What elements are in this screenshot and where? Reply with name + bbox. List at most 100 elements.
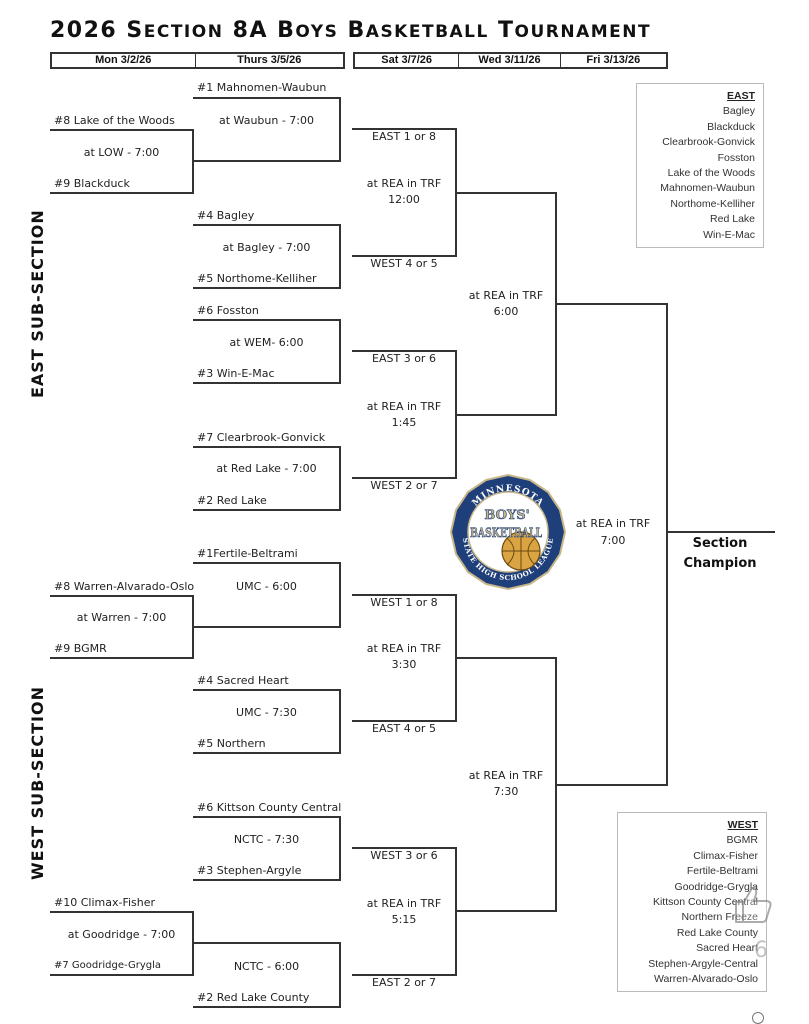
thumbs-up-icon (735, 886, 772, 923)
bracket-line (193, 562, 341, 564)
bracket-line (50, 595, 194, 597)
legend-team: Clearbrook-Gonvick (662, 136, 755, 149)
bracket-line (339, 689, 341, 754)
page-title: 2026 SECTION 8A BOYS BASKETBALL TOURNAME… (50, 18, 760, 43)
legend-team: Climax-Fisher (693, 849, 758, 862)
bracket-line (352, 720, 457, 722)
bracket-line (455, 847, 457, 976)
bracket-line (193, 689, 341, 691)
team-slot: WEST 2 or 7 (370, 479, 438, 492)
bracket-line (193, 224, 341, 226)
date-header: Sat 3/7/26 (355, 54, 460, 67)
bracket-line (50, 911, 194, 913)
bracket-line (456, 414, 557, 416)
champion-label-line: Section (692, 536, 748, 551)
legend-team: Red Lake County (676, 926, 758, 939)
team-slot: #8 Warren-Alvarado-Oslo (54, 580, 195, 593)
team-slot: #2 Red Lake County (197, 991, 310, 1004)
team-slot: #9 BGMR (54, 642, 107, 655)
game-site: UMC - 6:00 (236, 580, 297, 593)
team-slot: #9 Blackduck (54, 177, 130, 190)
bracket-line (193, 160, 341, 162)
game-site: at REA in TRF (366, 897, 442, 910)
bracket-line (50, 129, 194, 131)
bracket-line (339, 446, 341, 511)
bracket-line (455, 594, 457, 722)
game-site: at Waubun - 7:00 (218, 114, 315, 127)
legend-team: Blackduck (707, 120, 755, 133)
bracket-line (193, 287, 341, 289)
team-slot: #8 Lake of the Woods (54, 114, 175, 127)
team-slot: WEST 3 or 6 (370, 849, 438, 862)
team-slot: WEST 1 or 8 (370, 596, 438, 609)
legend-team: Stephen-Argyle-Central (648, 957, 758, 970)
like-count: 6 (754, 938, 768, 963)
legend-heading: WEST (727, 819, 758, 831)
bracket-line (352, 477, 457, 479)
bracket-line (555, 657, 557, 912)
title-year: 2026 (50, 18, 127, 43)
east-subsection-label: EAST SUB-SECTION (28, 209, 47, 398)
bracket-line (352, 255, 457, 257)
team-slot: EAST 3 or 6 (372, 352, 436, 365)
title-word: BASKETBALL (347, 18, 489, 43)
legend-team: Lake of the Woods (667, 167, 755, 180)
champion-line (667, 531, 775, 533)
bracket-line (339, 319, 341, 384)
game-site: at LOW - 7:00 (83, 146, 160, 159)
team-slot: EAST 4 or 5 (372, 722, 436, 735)
bracket-line (456, 657, 557, 659)
team-slot: #2 Red Lake (197, 494, 267, 507)
west-teams-legend: WEST BGMR Climax-Fisher Fertile-Beltrami… (617, 812, 767, 992)
bracket-line (455, 128, 457, 257)
bracket-line (455, 350, 457, 479)
legend-team: Sacred Heart (696, 942, 758, 955)
team-slot: #5 Northome-Kelliher (197, 272, 317, 285)
title-word: SECTION (126, 18, 224, 43)
game-time: 1:45 (391, 416, 417, 429)
bracket-line (50, 192, 194, 194)
date-header-group-2: Sat 3/7/26 Wed 3/11/26 Fri 3/13/26 (353, 52, 668, 69)
team-slot: #3 Win-E-Mac (197, 367, 275, 380)
bracket-line (339, 942, 341, 1008)
bracket-line (193, 509, 341, 511)
legend-heading: EAST (726, 90, 755, 102)
bracket-line (456, 910, 557, 912)
title-word: 8A (232, 18, 268, 43)
mshsl-boys-basketball-logo: MINNESOTA STATE HIGH SCHOOL LEAGUE BOYS'… (449, 473, 567, 591)
bracket-line (193, 446, 341, 448)
svg-text:BASKETBALL: BASKETBALL (470, 526, 542, 541)
like-reaction-button[interactable]: 6 (730, 882, 776, 963)
date-header: Mon 3/2/26 (52, 54, 196, 67)
legend-team: BGMR (726, 834, 759, 847)
legend-team: Kittson County Central (652, 896, 758, 909)
bracket-line (50, 974, 194, 976)
bracket-line (339, 562, 341, 628)
circle-icon (752, 1012, 764, 1024)
bracket-line (193, 879, 341, 881)
legend-team: Red Lake (710, 213, 755, 226)
game-site: at REA in TRF (366, 400, 442, 413)
game-site: at WEM- 6:00 (229, 336, 304, 349)
bracket-line (50, 657, 194, 659)
bracket-line (193, 816, 341, 818)
west-subsection-label: WEST SUB-SECTION (28, 686, 47, 880)
game-time: 7:00 (600, 534, 626, 547)
bracket-line (193, 1006, 341, 1008)
svg-text:BOYS': BOYS' (484, 508, 529, 523)
bracket-line (193, 319, 341, 321)
team-slot: #1Fertile-Beltrami (197, 547, 298, 560)
game-site: at Goodridge - 7:00 (67, 928, 176, 941)
champion-label-line: Champion (683, 556, 757, 571)
team-slot: #7 Goodridge-Grygla (54, 960, 161, 971)
legend-team: Fertile-Beltrami (686, 865, 758, 878)
team-slot: EAST 1 or 8 (372, 130, 436, 143)
bracket-line (456, 192, 557, 194)
legend-team: Mahnomen-Waubun (660, 182, 755, 195)
team-slot: #7 Clearbrook-Gonvick (197, 431, 326, 444)
title-word: TOURNAMENT (498, 18, 652, 43)
legend-team: Goodridge-Grygla (674, 880, 758, 893)
bracket-line (339, 224, 341, 289)
team-slot: #5 Northern (197, 737, 266, 750)
bracket-line (193, 752, 341, 754)
